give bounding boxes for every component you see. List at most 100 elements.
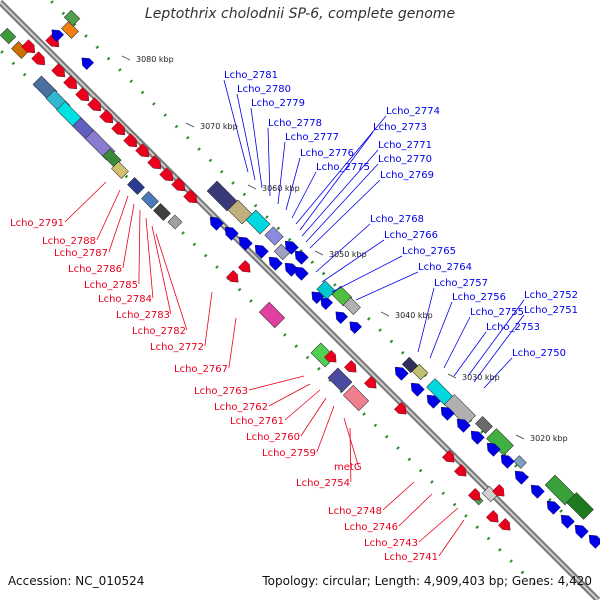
- reverse-label-leader: [355, 271, 419, 301]
- reverse-gene-label: Lcho_2771: [378, 140, 432, 151]
- forward-gene-arrow: [147, 155, 162, 170]
- reverse-gene-arrow: [560, 514, 575, 529]
- forward-label-leader: [343, 417, 359, 467]
- forward-label-leader: [398, 493, 433, 527]
- reverse-gene-arrow: [410, 382, 425, 397]
- forward-gene-label: Lcho_2746: [344, 522, 398, 533]
- feature-block: [127, 177, 145, 195]
- forward-gene-arrow: [498, 518, 511, 531]
- forward-label-leader: [108, 195, 129, 253]
- forward-gene-arrow: [364, 376, 377, 389]
- feature-block: [327, 367, 353, 393]
- feature-block: [0, 27, 17, 45]
- forward-gene-label: Lcho_2784: [98, 294, 152, 305]
- forward-label-leaders: Lcho_2791Lcho_2788Lcho_2787Lcho_2786Lcho…: [10, 181, 465, 563]
- feature-block: [63, 9, 81, 27]
- feature-block: [316, 280, 336, 300]
- reverse-gene-arrow: [294, 266, 309, 281]
- feature-block: [111, 161, 129, 179]
- forward-gene-label: Lcho_2763: [194, 386, 248, 397]
- feature-block: [258, 301, 286, 329]
- reverse-gene-arrow: [254, 244, 269, 259]
- kbp-tick-mark: [515, 434, 525, 440]
- feature-block: [513, 455, 527, 469]
- forward-gene-arrow: [75, 87, 90, 102]
- forward-gene-label: Lcho_2743: [364, 538, 418, 549]
- feature-block: [342, 384, 370, 412]
- forward-gene-arrow: [344, 360, 357, 373]
- genome-summary-text: Topology: circular; Length: 4,909,403 bp…: [262, 574, 592, 588]
- forward-gene-arrow: [492, 484, 505, 497]
- forward-gene-label: Lcho_2783: [116, 310, 170, 321]
- reverse-gene-arrow: [500, 454, 515, 469]
- map-title: Leptothrix cholodnii SP-6, complete geno…: [144, 6, 456, 22]
- forward-gene-arrow: [51, 63, 66, 78]
- forward-label-leader: [138, 209, 141, 285]
- feature-block: [273, 243, 291, 261]
- feature-block: [153, 203, 171, 221]
- reverse-label-leader: [331, 255, 403, 293]
- feature-block: [167, 214, 183, 230]
- reverse-gene-label: Lcho_2781: [224, 70, 278, 81]
- reverse-gene-label: Lcho_2765: [402, 246, 456, 257]
- forward-gene-arrow: [171, 177, 186, 192]
- forward-label-leader: [248, 375, 305, 391]
- reverse-gene-label: Lcho_2780: [237, 84, 291, 95]
- reverse-gene-arrow: [394, 366, 409, 381]
- forward-gene-arrow: [486, 510, 499, 523]
- reverse-gene-label: Lcho_2764: [418, 262, 472, 273]
- feature-block: [475, 416, 493, 434]
- feature-block: [411, 363, 429, 381]
- reverse-gene-arrow: [320, 297, 333, 310]
- forward-gene-arrow: [468, 488, 481, 501]
- reverse-gene-label: Lcho_2757: [434, 278, 488, 289]
- forward-gene-arrow: [394, 402, 407, 415]
- reverse-gene-arrow: [209, 216, 224, 231]
- forward-label-leader: [228, 317, 237, 369]
- kbp-tick-mark: [185, 122, 195, 128]
- forward-label-leader: [122, 203, 135, 269]
- reverse-gene-arrow: [349, 321, 362, 334]
- forward-gene-arrow: [159, 167, 174, 182]
- forward-label-leader: [284, 389, 321, 421]
- feature-block: [245, 209, 271, 235]
- reverse-label-leader: [277, 141, 286, 205]
- reverse-gene-label: Lcho_2770: [378, 154, 432, 165]
- forward-gene-arrow: [324, 350, 337, 363]
- reverse-label-leader: [223, 79, 249, 173]
- forward-gene-label: Lcho_2786: [68, 264, 122, 275]
- reverse-gene-arrow: [335, 311, 348, 324]
- reverse-gene-label: Lcho_2773: [373, 122, 427, 133]
- kbp-tick-label: 3020 kbp: [530, 434, 568, 443]
- reverse-gene-arrow: [456, 418, 471, 433]
- feature-block: [264, 226, 284, 246]
- reverse-gene-arrow: [574, 524, 589, 539]
- reverse-label-leader: [291, 171, 317, 219]
- forward-label-leader: [349, 427, 352, 483]
- reverse-gene-arrow: [426, 394, 441, 409]
- reverse-gene-arrow: [311, 291, 324, 304]
- reverse-gene-label: Lcho_2750: [512, 348, 566, 359]
- reverse-label-leader: [309, 179, 381, 249]
- forward-gene-label: Lcho_2782: [132, 326, 186, 337]
- reverse-gene-arrow: [486, 442, 501, 457]
- forward-label-leader: [418, 507, 459, 543]
- reverse-label-leader: [301, 149, 379, 237]
- reverse-gene-label: Lcho_2768: [370, 214, 424, 225]
- feature-block: [444, 394, 476, 426]
- forward-gene-label: metG: [334, 462, 362, 473]
- reverse-gene-label: Lcho_2778: [268, 118, 322, 129]
- reverse-gene-arrow: [284, 240, 299, 255]
- reverse-gene-arrow: [51, 29, 64, 42]
- reverse-gene-label: Lcho_2777: [285, 132, 339, 143]
- reverse-label-leader: [473, 314, 525, 383]
- kbp-tick-mark: [121, 55, 131, 61]
- forward-label-leader: [438, 519, 465, 557]
- forward-gene-label: Lcho_2759: [262, 448, 316, 459]
- forward-gene-label: Lcho_2787: [54, 248, 108, 259]
- feature-blocks: [0, 9, 594, 520]
- forward-gene-arrow: [238, 260, 251, 273]
- reverse-label-leader: [305, 163, 379, 243]
- forward-label-leader: [268, 383, 311, 407]
